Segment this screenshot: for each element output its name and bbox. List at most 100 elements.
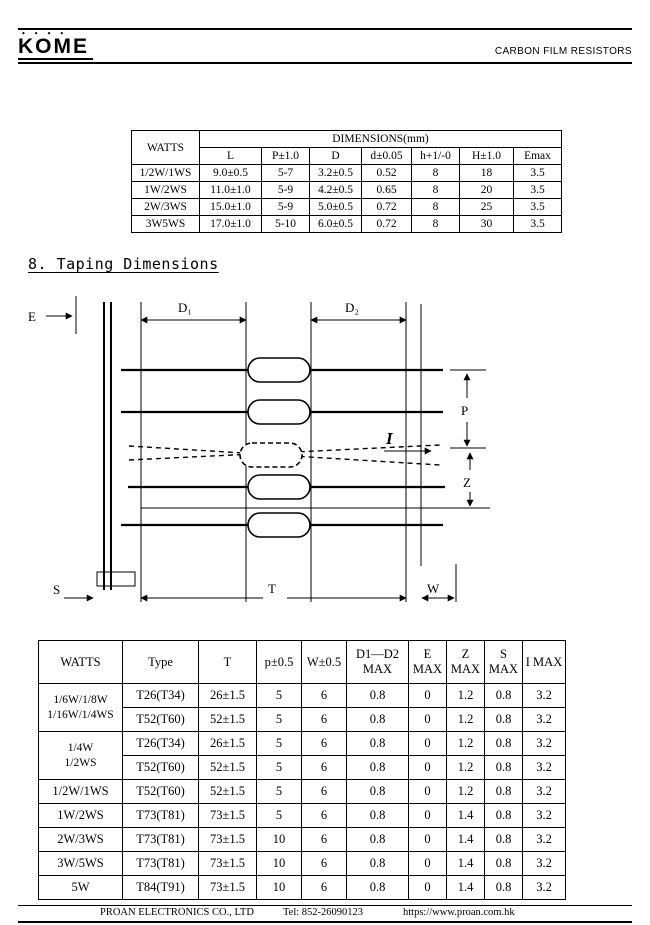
cell: 8 <box>411 181 460 199</box>
cell: 1.2 <box>446 683 485 708</box>
cell: T52(T60) <box>122 779 199 804</box>
resistor-body <box>247 512 311 538</box>
col-header: W±0.5 <box>301 640 347 684</box>
cell: 0.8 <box>346 707 409 732</box>
cell: 6 <box>301 803 347 828</box>
cell: 8 <box>411 164 460 182</box>
cell: 3.5 <box>513 164 562 182</box>
cell: 0 <box>408 803 447 828</box>
watts-cell: 1/2W/1WS <box>131 164 200 182</box>
cell: 0.72 <box>361 215 412 233</box>
cell: 5 <box>256 755 302 780</box>
cell: 0.8 <box>346 827 409 852</box>
cell: 5 <box>256 731 302 756</box>
group-header-dimensions: DIMENSIONS(mm) <box>199 130 562 148</box>
table-row: 1W/2WS 11.0±1.0 5-9 4.2±0.5 0.65 8 20 3.… <box>131 181 562 199</box>
cell: 6.0±0.5 <box>309 215 362 233</box>
watts-cell: 1W/2WS <box>131 181 200 199</box>
cell: 6 <box>301 731 347 756</box>
watts-cell: 1W/2WS <box>38 803 123 828</box>
cell: T84(T91) <box>122 875 199 900</box>
col-header: D <box>309 147 362 165</box>
watts-cell: 3W/5WS <box>38 851 123 876</box>
watts-cell: 2W/3WS <box>131 198 200 216</box>
cell: T73(T81) <box>122 827 199 852</box>
cell: 1.4 <box>446 803 485 828</box>
dim-label-e: E <box>28 309 36 324</box>
cell: 25 <box>459 198 514 216</box>
cell: 8 <box>411 198 460 216</box>
col-header: P±1.0 <box>261 147 310 165</box>
cell: 9.0±0.5 <box>199 164 262 182</box>
footer-telephone: Tel: 852-26090123 <box>283 907 364 918</box>
ghost-resistor-body <box>239 442 303 468</box>
table-row: T52(T60) 52±1.5 5 6 0.8 0 1.2 0.8 3.2 <box>39 707 566 732</box>
logo-text: KOME <box>18 35 89 58</box>
cell: 18 <box>459 164 514 182</box>
cell: 0.8 <box>346 731 409 756</box>
cell: T73(T81) <box>122 851 199 876</box>
dimension-arrows <box>46 312 474 602</box>
resistor-bodies <box>239 357 311 538</box>
cell: 0.8 <box>346 779 409 804</box>
cell: 5-9 <box>261 181 310 199</box>
cell: 3.5 <box>513 198 562 216</box>
dim-label-t: T <box>268 581 276 596</box>
col-header: p±0.5 <box>256 640 302 684</box>
col-header: H±1.0 <box>459 147 514 165</box>
table-row: 2W/3WS T73(T81) 73±1.5 10 6 0.8 0 1.4 0.… <box>38 827 566 852</box>
cell: 15.0±1.0 <box>199 198 262 216</box>
tape-edge-lines <box>103 302 112 590</box>
cell: 1.2 <box>446 731 485 756</box>
cell: 8 <box>411 215 460 233</box>
col-header: d±0.05 <box>361 147 412 165</box>
cell: T73(T81) <box>122 803 199 828</box>
table-row: 5W T84(T91) 73±1.5 10 6 0.8 0 1.4 0.8 3.… <box>38 875 566 900</box>
carrier-lines <box>75 296 490 602</box>
table-row: 1/4W 1/2WS T26(T34) 26±1.5 5 6 0.8 0 1.2… <box>38 731 566 780</box>
page-title: CARBON FILM RESISTORS <box>494 46 632 57</box>
header-rule <box>18 62 632 64</box>
col-header: D1—D2 MAX <box>346 640 409 684</box>
cell: 0.8 <box>346 851 409 876</box>
cell: 5 <box>256 707 302 732</box>
cell: 6 <box>301 851 347 876</box>
table-row: 1/2W/1WS 9.0±0.5 5-7 3.2±0.5 0.52 8 18 3… <box>131 164 562 182</box>
dim-label-s: S <box>53 582 60 597</box>
footer-url: https://www.proan.com.hk <box>403 907 515 918</box>
cell: 73±1.5 <box>198 803 257 828</box>
cell: 5 <box>256 803 302 828</box>
dim-label-z: Z <box>463 475 471 490</box>
footer-rule-bottom <box>18 921 632 923</box>
cell: 11.0±1.0 <box>199 181 262 199</box>
table-row: WATTS DIMENSIONS(mm) <box>131 130 562 165</box>
cell: 6 <box>301 755 347 780</box>
cell: 0.8 <box>484 851 523 876</box>
watts-cell: 1/6W/1/8W 1/16W/1/4WS <box>38 683 123 732</box>
col-header: h+1/-0 <box>411 147 460 165</box>
cell: 3.2 <box>522 779 566 804</box>
cell: 0.52 <box>361 164 412 182</box>
cell: 0.65 <box>361 181 412 199</box>
col-header: E MAX <box>408 640 447 684</box>
resistor-body <box>247 357 311 383</box>
cell: 0 <box>408 827 447 852</box>
col-header: T <box>198 640 257 684</box>
cell: 3.2 <box>522 827 566 852</box>
col-header-watts: WATTS <box>131 130 200 165</box>
cell: 1.4 <box>446 827 485 852</box>
col-header: Z MAX <box>446 640 485 684</box>
cell: 5-10 <box>261 215 310 233</box>
cell: 6 <box>301 707 347 732</box>
cell: 1.2 <box>446 707 485 732</box>
table-row: 2W/3WS 15.0±1.0 5-9 5.0±0.5 0.72 8 25 3.… <box>131 198 562 216</box>
cell: 0.8 <box>484 731 523 756</box>
col-header: WATTS <box>38 640 123 684</box>
cell: 3.2 <box>522 731 566 756</box>
cell: 10 <box>256 851 302 876</box>
cell: 3.5 <box>513 181 562 199</box>
footer-company: PROAN ELECTRONICS CO., LTD <box>100 907 254 918</box>
cell: 0 <box>408 683 447 708</box>
resistor-body <box>247 399 311 425</box>
